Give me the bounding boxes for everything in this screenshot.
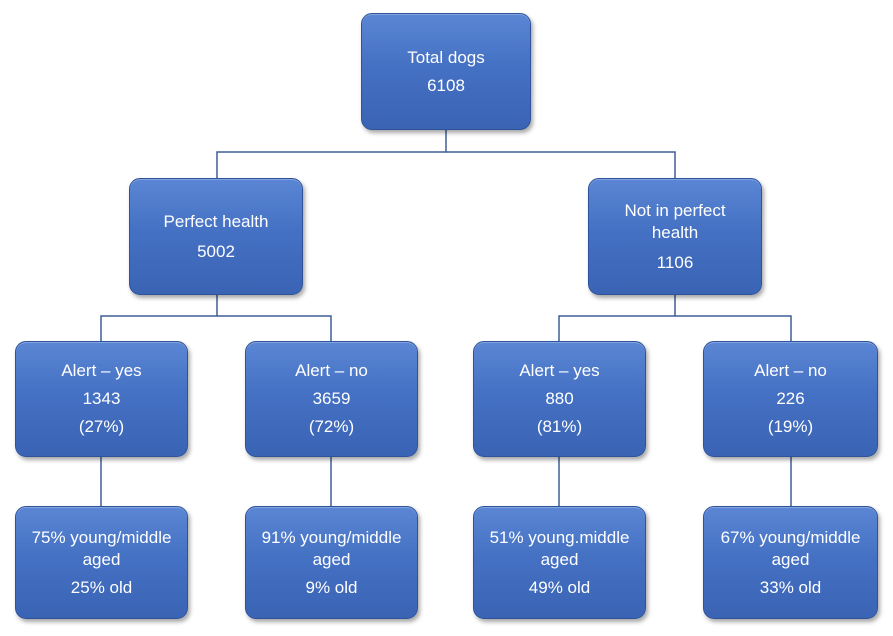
- node-nph-alert-no-age-line3: 33% old: [759, 577, 822, 597]
- node-ph-alert-no-age-line3: 9% old: [305, 577, 358, 597]
- node-ph-alert-yes-age: 75% young/middle aged 25% old: [15, 506, 188, 619]
- connector-root-to-perfect-health: [216, 130, 447, 178]
- node-nph-alert-yes-age-line3: 49% old: [528, 577, 591, 597]
- node-ph-alert-no-title: Alert – no: [295, 361, 368, 380]
- node-ph-alert-no-count: 3659: [312, 389, 351, 408]
- node-ph-alert-no-age-line1: 91% young/middle: [261, 527, 402, 547]
- node-total-dogs-title: Total dogs: [407, 47, 485, 67]
- node-nph-alert-no-title: Alert – no: [754, 361, 827, 380]
- node-ph-alert-no-age: 91% young/middle aged 9% old: [245, 506, 418, 619]
- node-ph-alert-yes-age-line2: aged: [82, 549, 121, 569]
- node-perfect-health-title: Perfect health: [163, 211, 269, 231]
- node-ph-alert-yes-age-line3: 25% old: [70, 577, 133, 597]
- connector-root-to-not-perfect-health: [446, 151, 676, 178]
- node-not-perfect-health-title-line2: health: [651, 222, 699, 242]
- node-nph-alert-no-age-line2: aged: [771, 549, 810, 569]
- node-nph-alert-yes-age-line1: 51% young.middle: [489, 527, 630, 547]
- node-ph-alert-no-percent: (72%): [308, 417, 355, 436]
- node-not-perfect-health-title-line1: Not in perfect: [624, 200, 726, 220]
- node-perfect-health-count: 5002: [197, 241, 235, 261]
- node-ph-alert-yes-count: 1343: [82, 389, 121, 408]
- connector-perfect-to-alert-no: [217, 315, 332, 341]
- node-total-dogs-count: 6108: [427, 75, 465, 95]
- node-nph-alert-yes-count: 880: [545, 389, 574, 408]
- node-ph-alert-yes-percent: (27%): [78, 417, 125, 436]
- node-not-perfect-health-count: 1106: [656, 252, 694, 272]
- node-perfect-health: Perfect health 5002: [129, 178, 303, 295]
- node-nph-alert-yes-age-line2: aged: [540, 549, 579, 569]
- node-ph-alert-yes: Alert – yes 1343 (27%): [15, 341, 188, 457]
- node-nph-alert-no-count: 226: [776, 389, 805, 408]
- node-total-dogs: Total dogs 6108: [361, 13, 531, 130]
- node-nph-alert-yes-title: Alert – yes: [519, 361, 600, 380]
- node-not-perfect-health: Not in perfect health 1106: [588, 178, 762, 295]
- node-ph-alert-no: Alert – no 3659 (72%): [245, 341, 418, 457]
- node-nph-alert-yes-percent: (81%): [536, 417, 583, 436]
- node-nph-alert-no-age: 67% young/middle aged 33% old: [703, 506, 878, 619]
- node-ph-alert-yes-title: Alert – yes: [61, 361, 142, 380]
- connector-not-perfect-to-alert-no: [675, 315, 792, 341]
- connector-not-perfect-to-alert-yes: [558, 295, 676, 341]
- node-nph-alert-no: Alert – no 226 (19%): [703, 341, 878, 457]
- node-nph-alert-yes: Alert – yes 880 (81%): [473, 341, 646, 457]
- node-nph-alert-yes-age: 51% young.middle aged 49% old: [473, 506, 646, 619]
- node-ph-alert-no-age-line2: aged: [312, 549, 351, 569]
- node-ph-alert-yes-age-line1: 75% young/middle: [31, 527, 172, 547]
- node-nph-alert-no-age-line1: 67% young/middle: [720, 527, 861, 547]
- connector-perfect-to-alert-yes: [100, 295, 218, 341]
- node-nph-alert-no-percent: (19%): [767, 417, 814, 436]
